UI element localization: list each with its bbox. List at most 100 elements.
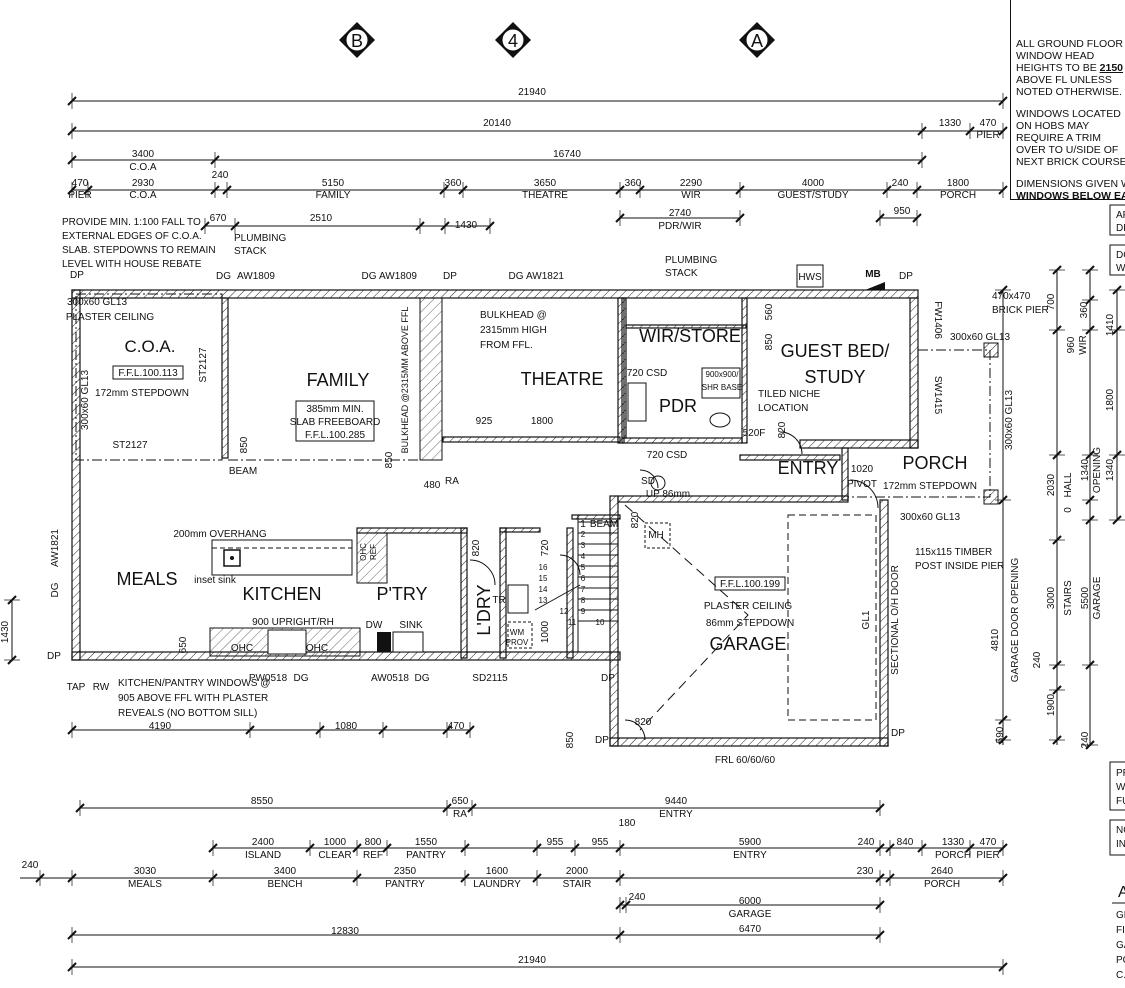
dimension-label: MEALS: [128, 879, 162, 890]
plan-label: AW1821: [526, 271, 564, 282]
plan-label: OHC: [306, 643, 328, 654]
side-panel-text: FI: [1116, 925, 1125, 936]
room-label-theatre: THEATRE: [521, 369, 604, 389]
plan-label: DP: [47, 651, 61, 662]
note-line: DIMENSIONS GIVEN WOR: [1016, 178, 1125, 190]
plan-label: TAP: [67, 682, 86, 693]
dimension-label: ENTRY: [659, 809, 693, 820]
plan-label: MB: [865, 269, 881, 280]
dimension-label: 2510: [310, 213, 333, 224]
stair-number: 10: [596, 618, 605, 627]
side-box: [1109, 244, 1125, 276]
dimension-label: C.O.A: [129, 190, 157, 201]
note-line: REQUIRE A TRIM: [1016, 132, 1101, 144]
dimension-label: PANTRY: [385, 879, 425, 890]
plan-label: FRL 60/60/60: [715, 755, 776, 766]
room-label-porch: PORCH: [902, 453, 967, 473]
dimension-label: 360: [1079, 301, 1090, 318]
dimension-label: 21940: [518, 87, 546, 98]
kitchen-pantry-windows-note: KITCHEN/PANTRY WINDOWS @: [118, 678, 270, 689]
dimension-label: STAIR: [563, 879, 592, 890]
stair-number: 3: [581, 541, 586, 550]
room-label-guest2: STUDY: [804, 367, 865, 387]
plan-label: BEAM: [229, 466, 257, 477]
plan-label: 560: [764, 303, 775, 320]
plan-label: ST2127: [112, 440, 147, 451]
plan-label: DG: [294, 673, 309, 684]
fixtures: [267, 22, 885, 741]
dimension-label: 8550: [251, 796, 274, 807]
side-panel-text: C.: [1116, 970, 1125, 981]
plan-label: DG: [50, 582, 61, 597]
island-bench: [211, 539, 353, 576]
plan-label: DP: [70, 270, 84, 281]
dimension-label: WIR: [681, 190, 700, 201]
plan-label: DP: [443, 271, 457, 282]
note-line: NOTED OTHERWISE.: [1016, 86, 1122, 98]
dimension-label: 4000: [802, 178, 825, 189]
kitchen-pantry-windows-note: REVEALS (NO BOTTOM SILL): [118, 708, 257, 719]
walls: [71, 289, 999, 747]
side-panel-text: A: [1118, 884, 1125, 901]
tiled-niche-note: TILED NICHE: [758, 389, 821, 400]
wall: [841, 447, 849, 501]
plan-label: PIVOT: [847, 479, 877, 490]
plan-label: 300x60 GL13: [67, 297, 127, 308]
plan-label: UP 86mm: [646, 489, 690, 500]
dimension-label: 670: [210, 213, 227, 224]
dimension-label: C.O.A: [129, 162, 157, 173]
stair-number: 14: [539, 585, 548, 594]
plan-label: 900 UPRIGHT/RH: [252, 617, 334, 628]
room-label-meals: MEALS: [116, 569, 177, 589]
dimension-label: 1900: [1046, 693, 1057, 716]
dimension-label: 240: [22, 860, 39, 871]
plan-label: 172mm STEPDOWN: [883, 481, 977, 492]
stair-cut-line: [534, 584, 581, 611]
stair-number: 15: [539, 574, 548, 583]
tiled-niche-note: LOCATION: [758, 403, 808, 414]
dimension-label: 800: [365, 837, 382, 848]
stair-number: 11: [568, 618, 577, 627]
plan-label: 86mm STEPDOWN: [706, 618, 794, 629]
plan-label: 850: [239, 436, 250, 453]
dimension-label: 240: [858, 837, 875, 848]
plan-label: 300x60 GL13: [900, 512, 960, 523]
plan-label: SECTIONAL O/H DOOR: [890, 565, 901, 675]
dimension-label: WIR: [1078, 335, 1089, 354]
dimension-label: 590: [995, 726, 1006, 743]
dimension-label: LAUNDRY: [473, 879, 521, 890]
dimension-label: 1000: [324, 837, 347, 848]
dimension-label: 240: [1032, 651, 1043, 668]
plan-label: OHC: [231, 643, 253, 654]
dimension-label: 1800: [947, 178, 970, 189]
plan-label: FW1406: [932, 301, 943, 339]
dimension-label: FAMILY: [316, 190, 351, 201]
plan-label: 200mm OVERHANG: [173, 529, 267, 540]
dimension-label: 4190: [149, 721, 172, 732]
note-line: ABOVE FL UNLESS: [1016, 74, 1112, 86]
dimension-label: THEATRE: [522, 190, 568, 201]
dimension-label: 2350: [394, 866, 417, 877]
dimension-label: REF: [363, 850, 383, 861]
wall: [879, 499, 889, 747]
dimension-label: 240: [212, 170, 229, 181]
room-label-guest1: GUEST BED/: [781, 341, 890, 361]
smoke-detector: [650, 475, 666, 491]
side-box: [1109, 819, 1125, 856]
plan-label: 820: [630, 511, 641, 528]
plan-label: inset sink: [194, 575, 237, 586]
door-swing: [779, 431, 803, 455]
plan-label: 172mm STEPDOWN: [95, 388, 189, 399]
dimension-label: PIER: [976, 130, 999, 141]
garage-ceiling-outline: [787, 514, 877, 721]
plan-label: 820: [777, 421, 788, 438]
dimension-label: PDR/WIR: [658, 221, 701, 232]
wall: [799, 439, 919, 449]
dimension-label: 950: [894, 206, 911, 217]
dimension-label: BENCH: [267, 879, 302, 890]
stair-number: 13: [539, 596, 548, 605]
brick-pier: [983, 342, 999, 358]
plan-label: 925: [476, 416, 493, 427]
dimension-label: PIER: [976, 850, 999, 861]
dimension-label: RA: [453, 809, 467, 820]
